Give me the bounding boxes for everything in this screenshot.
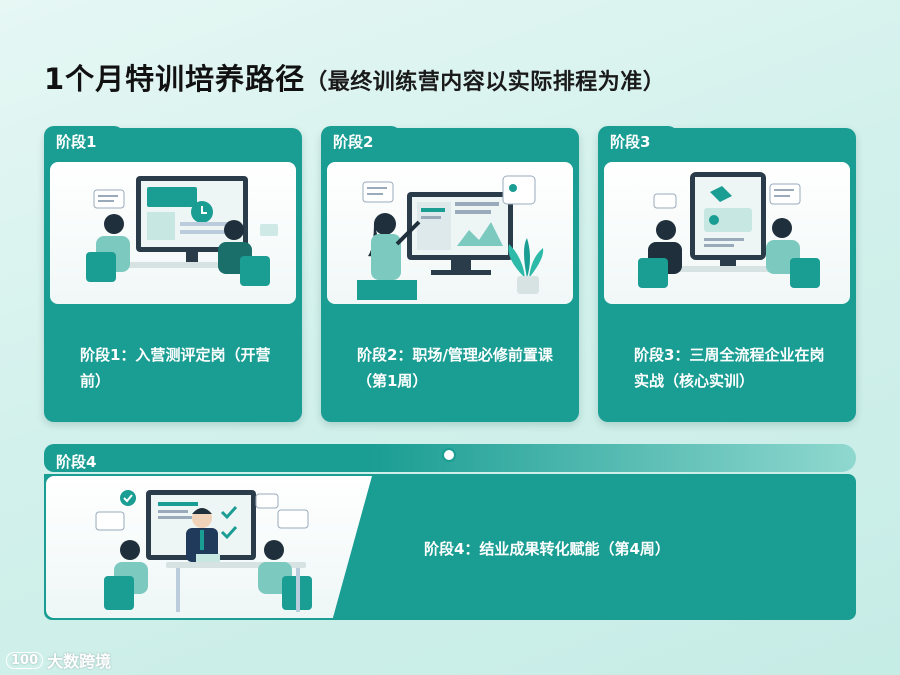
two-people-tablet-icon: [604, 162, 850, 304]
stage-caption-4: 阶段4：结业成果转化赋能（第4周）: [424, 540, 670, 558]
stage-card-4: 阶段4: [44, 440, 856, 620]
page-title-sub: （最终训练营内容以实际排程为准）: [305, 70, 666, 95]
brand-logo: 100 大数跨境: [6, 648, 111, 672]
stage-tab-3: 阶段3: [598, 126, 678, 160]
logo-text: 大数跨境: [47, 652, 112, 671]
stage-card-1: 阶段1 阶段1：入营测评定岗（开营前）: [44, 126, 302, 422]
presenter-screen-icon: [327, 162, 573, 304]
logo-mark-icon: 100: [6, 651, 44, 669]
stage-tab-label: 阶段4: [56, 453, 97, 471]
stage-card-2: 阶段2 阶段2：职场/管理必修前置课: [321, 126, 579, 422]
timeline-dot-icon: [442, 448, 456, 462]
two-people-desk-monitor-icon: [50, 162, 296, 304]
page-title-main: 1个月特训培养路径: [44, 62, 306, 96]
stage-tab-label: 阶段1: [56, 133, 97, 151]
stage-tab-1: 阶段1: [44, 126, 124, 160]
stage-caption-1: 阶段1：入营测评定岗（开营前）: [80, 346, 271, 390]
stage-tab-label: 阶段2: [333, 133, 374, 151]
stage-caption-2: 阶段2：职场/管理必修前置课（第1周）: [357, 346, 553, 390]
stage-tab-2: 阶段2: [321, 126, 401, 160]
page-title: 1个月特训培养路径（最终训练营内容以实际排程为准）: [44, 56, 665, 98]
stage-caption-3: 阶段3：三周全流程企业在岗实战（核心实训）: [634, 346, 825, 390]
stage-tab-label: 阶段3: [610, 133, 651, 151]
stage-card-3: 阶段3 阶段3：三周全流程企业在岗实战（核心实训）: [598, 126, 856, 422]
meeting-group-icon: [46, 476, 372, 618]
